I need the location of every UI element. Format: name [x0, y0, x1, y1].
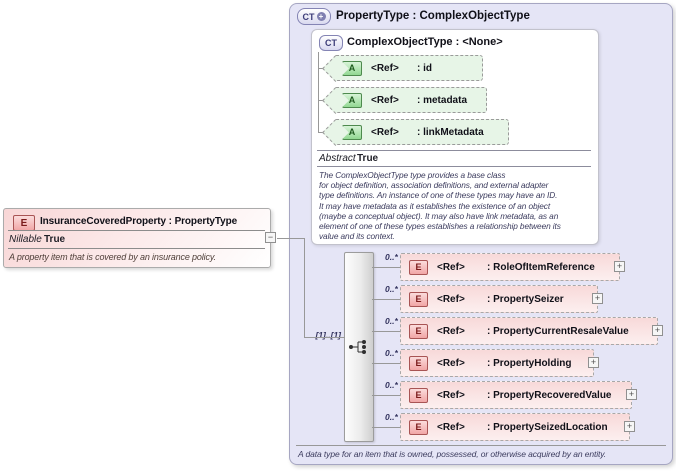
facet-label: Nillable — [9, 234, 42, 245]
element-row-propertycurrentresalevalue[interactable]: E <Ref> : PropertyCurrentResaleValue + — [400, 317, 663, 345]
element-name: : PropertyRecoveredValue — [487, 389, 612, 401]
element-name: : PropertySeizer — [487, 293, 564, 305]
element-badge: E — [409, 291, 428, 307]
attribute-name: : id — [417, 62, 432, 74]
sequence-cardinality-label: [1]..[1] — [315, 330, 342, 340]
element-row-roleofitemreference[interactable]: E <Ref> : RoleOfItemReference + — [400, 253, 625, 281]
expand-button[interactable]: + — [626, 389, 637, 400]
attribute-ref-label: <Ref> — [371, 126, 399, 138]
element-name: : RoleOfItemReference — [487, 261, 595, 273]
element-row-propertyseizedlocation[interactable]: E <Ref> : PropertySeizedLocation + — [400, 413, 635, 441]
attribute-ref-label: <Ref> — [371, 94, 399, 106]
facet-value: True — [44, 234, 66, 245]
connector-line — [372, 299, 400, 300]
element-name: : PropertyHolding — [487, 357, 572, 369]
cardinality-label: 0..* — [385, 316, 398, 326]
attribute-ref-label: <Ref> — [371, 62, 399, 74]
expand-button[interactable]: + — [624, 421, 635, 432]
element-box-insurancecoveredproperty[interactable]: E InsuranceCoveredProperty : PropertyTyp… — [3, 208, 271, 268]
element-badge: E — [409, 259, 428, 275]
element-ref-label: <Ref> — [437, 325, 465, 337]
expand-button[interactable]: + — [592, 293, 603, 304]
connector-line — [372, 395, 400, 396]
element-name: : PropertySeizedLocation — [487, 421, 608, 433]
attribute-name: : linkMetadata — [417, 126, 484, 138]
sequence-icon — [349, 340, 366, 354]
facet-label: Abstract — [319, 153, 356, 164]
connector-line — [372, 331, 400, 332]
element-row-propertyseizer[interactable]: E <Ref> : PropertySeizer + — [400, 285, 603, 313]
cardinality-label: 0..* — [385, 380, 398, 390]
facet-divider — [317, 166, 591, 167]
annotation-divider — [296, 445, 666, 446]
base-type-documentation: The ComplexObjectType type provides a ba… — [319, 170, 561, 242]
element-badge: E — [409, 419, 428, 435]
facet-value: True — [357, 153, 379, 164]
connector-line — [304, 337, 345, 338]
connector-line — [372, 427, 400, 428]
complex-type-global-icon: CT+ — [297, 8, 331, 25]
element-badge: E — [409, 387, 428, 403]
facet-divider — [317, 150, 591, 151]
ct-badge-label: CT — [325, 38, 337, 48]
attribute-row-metadata[interactable]: A <Ref> : metadata — [322, 87, 487, 114]
connector-line — [304, 238, 305, 337]
attribute-row-id[interactable]: A <Ref> : id — [322, 55, 483, 82]
attribute-tree-line — [318, 52, 319, 132]
element-ref-label: <Ref> — [437, 261, 465, 273]
element-badge: E — [409, 323, 428, 339]
element-row-propertyholding[interactable]: E <Ref> : PropertyHolding + — [400, 349, 599, 377]
expand-button[interactable]: + — [614, 261, 625, 272]
attribute-name: : metadata — [417, 94, 468, 106]
expand-button[interactable]: + — [652, 325, 663, 336]
plus-circle-icon: + — [316, 12, 326, 21]
element-box-title: InsuranceCoveredProperty : PropertyType — [40, 216, 238, 227]
connector-line — [372, 267, 400, 268]
element-badge: E — [409, 355, 428, 371]
expand-button[interactable]: + — [588, 357, 599, 368]
sequence-compositor[interactable] — [344, 252, 374, 442]
element-ref-label: <Ref> — [437, 293, 465, 305]
cardinality-label: 0..* — [385, 348, 398, 358]
collapse-button[interactable]: − — [265, 232, 276, 243]
base-type-title: ComplexObjectType : <None> — [347, 36, 503, 48]
connector-line — [277, 238, 305, 239]
facet-divider — [8, 230, 265, 231]
attribute-row-linkmetadata[interactable]: A <Ref> : linkMetadata — [322, 119, 509, 146]
element-ref-label: <Ref> — [437, 421, 465, 433]
element-row-propertyrecoveredvalue[interactable]: E <Ref> : PropertyRecoveredValue + — [400, 381, 637, 409]
ct-badge-label: CT — [302, 11, 315, 22]
cardinality-label: 0..* — [385, 284, 398, 294]
cardinality-label: 0..* — [385, 252, 398, 262]
element-ref-label: <Ref> — [437, 389, 465, 401]
cardinality-label: 0..* — [385, 412, 398, 422]
element-ref-label: <Ref> — [437, 357, 465, 369]
complex-type-icon: CT — [319, 35, 343, 51]
type-box-title: PropertyType : ComplexObjectType — [336, 10, 530, 22]
annotation-divider — [8, 248, 265, 249]
element-annotation: A property item that is covered by an in… — [9, 252, 216, 262]
element-badge: E — [13, 215, 35, 231]
element-name: : PropertyCurrentResaleValue — [487, 325, 629, 337]
type-annotation: A data type for an item that is owned, p… — [298, 449, 607, 459]
connector-line — [372, 363, 400, 364]
